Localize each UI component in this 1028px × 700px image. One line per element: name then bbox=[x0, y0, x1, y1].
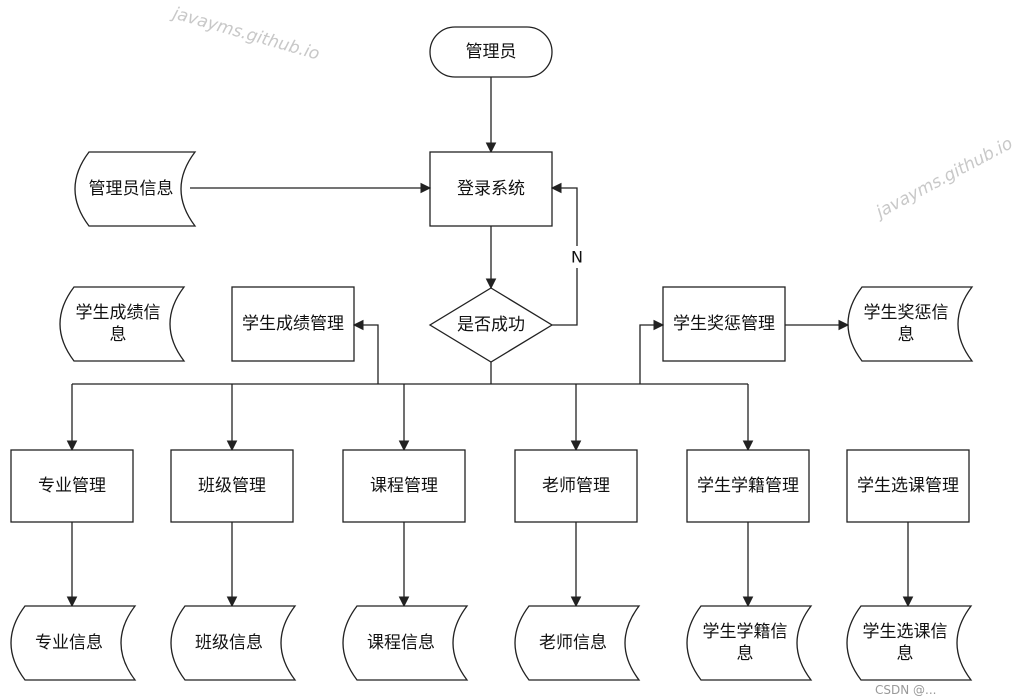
no-label-bg bbox=[568, 246, 586, 268]
arrow-to-reward-mgmt-line bbox=[639, 324, 663, 384]
decision-success-label: 是否成功 bbox=[457, 315, 525, 335]
module-0-data-shape bbox=[10, 605, 137, 681]
arrow-to-score-mgmt-line bbox=[354, 324, 379, 384]
reward-info-data-label: 息 bbox=[898, 325, 915, 345]
module-0-data: 专业信息 bbox=[10, 605, 137, 681]
module-5-process: 学生选课管理 bbox=[846, 449, 970, 523]
arrow-reward-to-info-head bbox=[838, 319, 850, 331]
login-process: 登录系统 bbox=[429, 151, 553, 227]
arrow-login-decision-head bbox=[485, 278, 497, 290]
module-3-process: 老师管理 bbox=[514, 449, 638, 523]
arrow-module-doc-2-head bbox=[398, 596, 410, 608]
module-0-process-label: 专业管理 bbox=[38, 476, 106, 496]
score-mgmt-process: 学生成绩管理 bbox=[231, 286, 355, 362]
module-5-process-box bbox=[846, 449, 970, 523]
module-5-process-label: 学生选课管理 bbox=[857, 476, 959, 496]
reward-mgmt-process-label: 学生奖惩管理 bbox=[673, 314, 775, 334]
arrow-module-doc-5-head bbox=[902, 596, 914, 608]
arrow-module-doc-0-head bbox=[66, 596, 78, 608]
reward-info-data-label: 学生奖惩信 bbox=[864, 303, 949, 323]
arrow-start-login-head bbox=[485, 142, 497, 154]
arrow-bus-module-0-head bbox=[66, 440, 78, 452]
module-3-process-box bbox=[514, 449, 638, 523]
module-0-data-label: 专业信息 bbox=[35, 633, 103, 653]
module-2-process-box bbox=[342, 449, 466, 523]
score-info-data-shape bbox=[59, 286, 186, 362]
module-5-data-shape bbox=[846, 605, 973, 681]
start-terminal-label: 管理员 bbox=[466, 42, 517, 62]
score-info-data-label: 息 bbox=[110, 325, 127, 345]
no-branch-label: N bbox=[571, 248, 583, 267]
admin-info-data: 管理员信息 bbox=[74, 151, 197, 227]
arrow-bus-module-2-head bbox=[398, 440, 410, 452]
module-2-data-label: 课程信息 bbox=[367, 633, 435, 653]
arrow-admininfo-login-head bbox=[420, 182, 432, 194]
module-3-data-label: 老师信息 bbox=[539, 633, 607, 653]
module-0-process-box bbox=[10, 449, 134, 523]
module-3-data: 老师信息 bbox=[514, 605, 641, 681]
watermark-top-left: javayms.github.io bbox=[169, 3, 322, 65]
module-1-process: 班级管理 bbox=[170, 449, 294, 523]
module-1-data: 班级信息 bbox=[170, 605, 297, 681]
arrow-to-score-mgmt-head bbox=[352, 319, 364, 331]
module-4-data-label: 学生学籍信 bbox=[703, 622, 788, 642]
module-4-process-label: 学生学籍管理 bbox=[697, 476, 799, 496]
arrow-no-back-head bbox=[550, 182, 562, 194]
arrow-module-doc-3-head bbox=[570, 596, 582, 608]
module-2-process: 课程管理 bbox=[342, 449, 466, 523]
module-5-data-label: 息 bbox=[897, 644, 914, 664]
arrow-module-doc-1-head bbox=[226, 596, 238, 608]
module-2-data: 课程信息 bbox=[342, 605, 469, 681]
arrow-bus-module-3-head bbox=[570, 440, 582, 452]
module-0-process: 专业管理 bbox=[10, 449, 134, 523]
reward-mgmt-process-box bbox=[662, 286, 786, 362]
login-process-box bbox=[429, 151, 553, 227]
arrow-module-doc-4-head bbox=[742, 596, 754, 608]
reward-mgmt-process: 学生奖惩管理 bbox=[662, 286, 786, 362]
arrow-bus-module-1-head bbox=[226, 440, 238, 452]
module-3-data-shape bbox=[514, 605, 641, 681]
score-mgmt-process-label: 学生成绩管理 bbox=[242, 314, 344, 334]
module-4-process-box bbox=[686, 449, 810, 523]
module-4-data-label: 息 bbox=[737, 644, 754, 664]
module-1-process-label: 班级管理 bbox=[198, 476, 266, 496]
admin-info-data-label: 管理员信息 bbox=[89, 179, 174, 199]
module-5-data-label: 学生选课信 bbox=[863, 622, 948, 642]
score-info-data-label: 学生成绩信 bbox=[76, 303, 161, 323]
start-terminal: 管理员 bbox=[429, 26, 553, 78]
score-mgmt-process-box bbox=[231, 286, 355, 362]
module-2-data-shape bbox=[342, 605, 469, 681]
reward-info-data-shape bbox=[847, 286, 974, 362]
module-1-data-shape bbox=[170, 605, 297, 681]
module-4-process: 学生学籍管理 bbox=[686, 449, 810, 523]
module-1-data-label: 班级信息 bbox=[195, 633, 263, 653]
module-1-process-box bbox=[170, 449, 294, 523]
module-3-process-label: 老师管理 bbox=[542, 476, 610, 496]
watermark-right: javayms.github.io bbox=[871, 134, 1016, 224]
login-process-label: 登录系统 bbox=[457, 179, 525, 199]
arrow-bus-module-4-head bbox=[742, 440, 754, 452]
footer-credit: CSDN @... bbox=[875, 683, 936, 697]
arrow-to-reward-mgmt-head bbox=[653, 319, 665, 331]
module-4-data-shape bbox=[686, 605, 813, 681]
decision-success: 是否成功 bbox=[428, 287, 554, 363]
admin-info-data-shape bbox=[74, 151, 197, 227]
module-2-process-label: 课程管理 bbox=[370, 476, 438, 496]
